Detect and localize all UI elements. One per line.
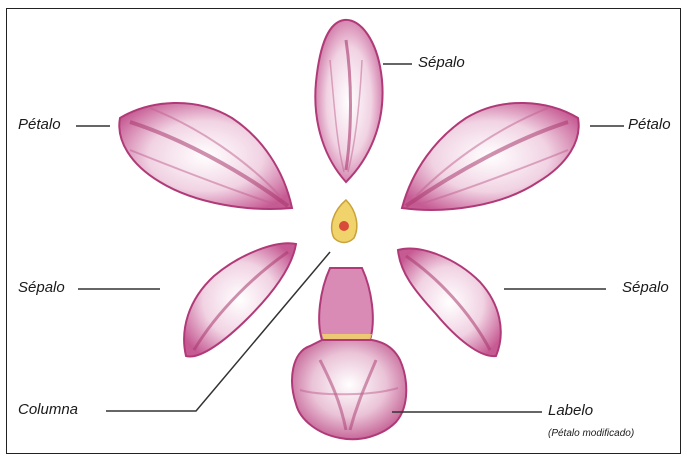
label-petal-left: Pétalo	[18, 116, 61, 133]
column	[332, 200, 357, 243]
label-labellum: Labelo	[548, 402, 593, 419]
sepal-left	[184, 243, 296, 356]
sepal-top	[315, 20, 382, 182]
sepal-right	[398, 249, 501, 357]
petal-right	[402, 103, 579, 210]
label-column: Columna	[18, 401, 78, 418]
label-petal-right: Pétalo	[628, 116, 671, 133]
label-sepal-right: Sépalo	[622, 279, 669, 296]
label-labellum-note: (Pétalo modificado)	[548, 428, 634, 439]
labellum	[292, 268, 406, 439]
label-sepal-left: Sépalo	[18, 279, 65, 296]
label-sepal-top: Sépalo	[418, 54, 465, 71]
petal-left	[119, 103, 292, 209]
